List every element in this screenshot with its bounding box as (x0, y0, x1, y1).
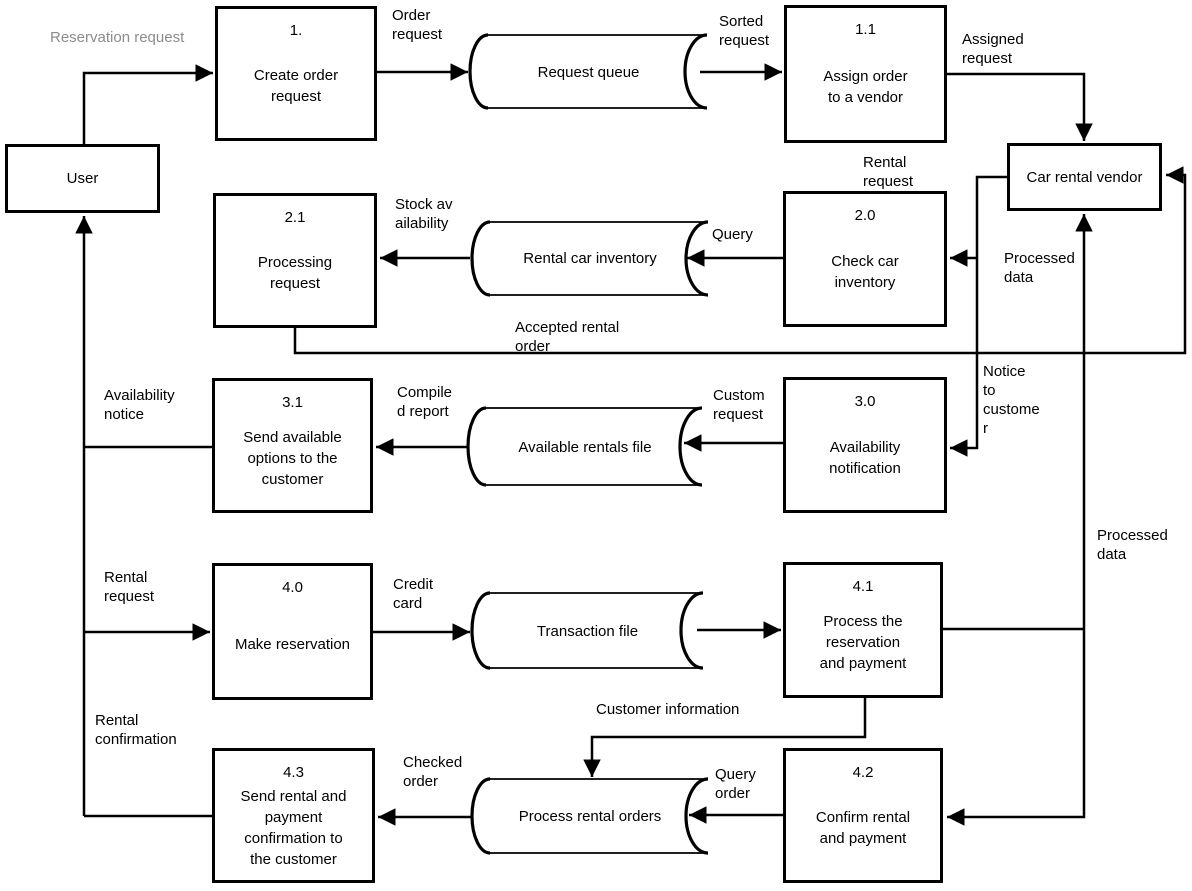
store-process-rental-orders-caps (470, 777, 709, 855)
process-send-rental-payment-confirmation: 4.3 Send rental and payment confirmation… (212, 748, 375, 883)
process-label: Process the reservation and payment (819, 613, 907, 672)
process-availability-notification: 3.0 Availability notification (783, 377, 947, 513)
flow-label-query: Query (712, 226, 753, 243)
process-assign-order-to-vendor: 1.1 Assign order to a vendor (784, 5, 947, 143)
flow-label-customer-information: Customer information (596, 701, 740, 718)
process-label: Create order request (253, 67, 339, 105)
flow-notice-to-customer-line (950, 175, 1007, 457)
process-id: 1.1 (855, 21, 876, 38)
flow-label-accepted-rental-order: Accepted rental order (515, 319, 620, 355)
store-rental-car-inventory-caps (470, 220, 709, 297)
entity-car-rental-vendor: Car rental vendor (1007, 143, 1162, 211)
flow-label-rental-request-vendor: Rental request (863, 154, 914, 190)
flow-label-notice-to-customer: Notice to custome r (983, 363, 1040, 437)
process-check-car-inventory: 2.0 Check car inventory (783, 191, 947, 327)
flow-label-processed-data-upper: Processed data (1004, 250, 1075, 286)
process-make-reservation: 4.0 Make reservation (212, 563, 373, 700)
entity-car-rental-vendor-label: Car rental vendor (1026, 168, 1143, 186)
flow-label-order-request: Order request (392, 7, 443, 43)
store-request-queue-label: Request queue (537, 64, 640, 81)
process-label: Assign order to a vendor (823, 67, 908, 106)
store-rental-car-inventory-label: Rental car inventory (523, 250, 657, 267)
flow-label-checked-order: Checked order (403, 754, 463, 790)
flow-assigned-request-line (947, 72, 1093, 141)
process-processing-request: 2.1 Processing request (213, 193, 377, 328)
flow-label-processed-data-lower: Processed data (1097, 527, 1168, 563)
flow-customer-information-line (583, 698, 867, 777)
process-send-available-options: 3.1 Send available options to the custom… (212, 378, 373, 513)
process-confirm-rental-payment: 4.2 Confirm rental and payment (783, 748, 943, 883)
store-request-queue-caps (468, 33, 708, 110)
flow-reservation-request-line (82, 64, 213, 144)
store-available-rentals-file-shape (486, 407, 702, 486)
flow-processed-data-down-line (947, 629, 1086, 826)
process-id: 4.1 (852, 578, 874, 595)
process-process-reservation-payment: 4.1 Process the reservation and payment (783, 562, 943, 698)
store-transaction-file-shape (490, 592, 703, 669)
process-id: 1. (289, 22, 303, 39)
process-id: 2.0 (854, 207, 876, 224)
process-id: 4.3 (283, 764, 304, 781)
flow-label-reservation-request: Reservation request (50, 29, 185, 46)
process-id: 3.1 (282, 394, 303, 411)
process-id: 4.0 (282, 579, 303, 596)
flow-label-sorted-request: Sorted request (719, 13, 770, 49)
flow-label-stock-availability: Stock av ailability (395, 196, 453, 232)
store-rental-car-inventory-shape (490, 221, 708, 296)
process-id: 3.0 (854, 393, 876, 410)
process-label: Processing request (257, 254, 333, 292)
flow-label-custom-request: Custom request (713, 387, 765, 423)
flow-label-rental-request-user: Rental request (104, 569, 155, 605)
process-label: Send available options to the customer (243, 428, 342, 488)
store-request-queue-shape (488, 34, 707, 109)
process-create-order-request: 1. Create order request (215, 6, 377, 141)
store-process-rental-orders-label: Process rental orders (518, 808, 662, 825)
process-id: 4.2 (852, 764, 874, 781)
flow-label-rental-confirmation: Rental confirmation (95, 712, 177, 748)
process-label: Check car inventory (831, 252, 899, 291)
entity-user-label: User (66, 170, 99, 187)
flow-label-assigned-request: Assigned request (962, 31, 1024, 67)
flow-label-credit-card: Credit card (393, 576, 434, 612)
flow-label-availability-notice: Availability notice (104, 387, 175, 423)
flow-label-compiled-report: Compile d report (397, 384, 453, 420)
process-label: Confirm rental and payment (815, 809, 911, 847)
store-process-rental-orders-shape (490, 778, 708, 854)
process-id: 2.1 (284, 209, 306, 226)
entity-user: User (5, 144, 160, 213)
process-label: Availability notification (829, 438, 901, 477)
flow-accepted-rental-order-line (293, 166, 1187, 355)
store-transaction-file-caps (470, 591, 704, 670)
store-transaction-file-label: Transaction file (536, 623, 639, 640)
flow-label-query-order: Query order (715, 766, 756, 802)
process-label: Make reservation (234, 635, 351, 653)
process-label: Send rental and payment confirmation to … (240, 788, 347, 868)
store-available-rentals-file-label: Available rentals file (518, 439, 652, 456)
